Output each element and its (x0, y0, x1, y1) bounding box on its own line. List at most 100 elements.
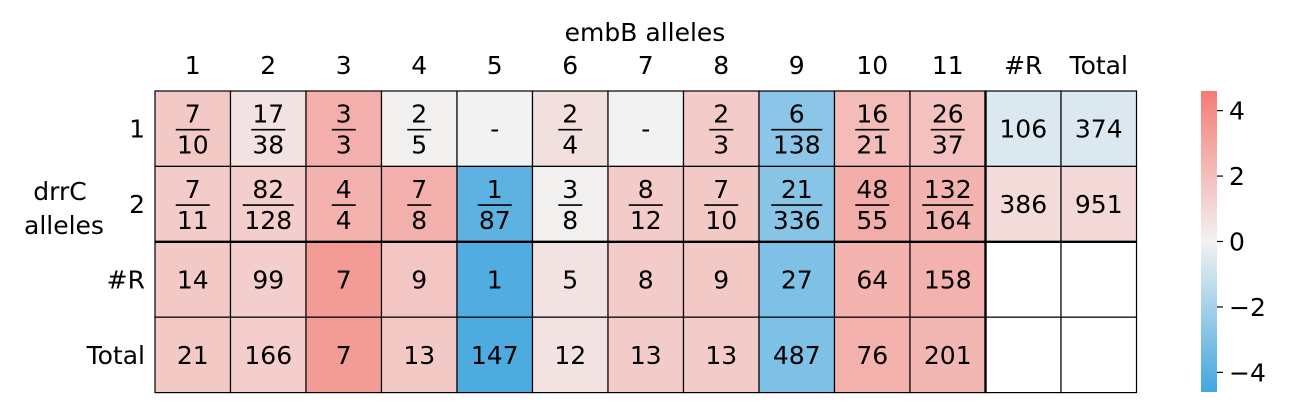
colorbar-tick-label: 2 (1229, 162, 1245, 191)
cell-value: 201 (924, 341, 972, 370)
cell-background (1060, 241, 1138, 318)
heatmap-cell: 166 (229, 316, 307, 394)
cell-value: 21 (177, 341, 209, 370)
cell-value: 9 (411, 266, 427, 295)
cell-value: 64 (856, 266, 888, 295)
heatmap-cell: 76 (833, 316, 911, 394)
colorbar-tick-label: 0 (1229, 228, 1245, 257)
cell-background (154, 90, 232, 168)
heatmap-cell (984, 316, 1062, 394)
cell-value: 12 (554, 341, 586, 370)
cell-background (833, 316, 911, 394)
heatmap-cell: 147 (456, 316, 534, 394)
heatmap-cell: 13 (607, 316, 685, 394)
heatmap-cell: 8 (607, 241, 685, 318)
cell-denominator: 10 (177, 131, 209, 160)
heatmap-cell: 99 (229, 241, 307, 318)
heatmap-cell: 106 (984, 90, 1062, 168)
cell-numerator: 3 (562, 175, 578, 204)
cell-background (1060, 90, 1138, 168)
cell-background (531, 90, 609, 168)
cell-numerator: 3 (336, 100, 352, 129)
cell-numerator: 17 (252, 100, 284, 129)
heatmap-cell: 14 (154, 241, 232, 318)
cell-value: 147 (471, 341, 519, 370)
colorbar-ticks: 420−2−4 (1217, 97, 1266, 387)
y-axis-title-line-2: alleles (24, 211, 104, 240)
heatmap-cell: 21 (154, 316, 232, 394)
colorbar-gradient (1201, 91, 1217, 392)
col-label: 11 (932, 51, 964, 80)
heatmap-cell: 24 (531, 90, 609, 168)
cell-value: 13 (705, 341, 737, 370)
colorbar-tick-label: −2 (1229, 293, 1266, 322)
y-axis-title-line-1: drrC (33, 177, 86, 206)
cell-background (607, 316, 685, 394)
cell-background (154, 241, 232, 318)
col-label: #R (1004, 51, 1042, 80)
cell-background (305, 90, 383, 168)
cell-numerator: 21 (781, 175, 813, 204)
cell-value: 7 (336, 341, 352, 370)
cell-value: 99 (252, 266, 284, 295)
cell-background (456, 316, 534, 394)
heatmap-cell: 9 (682, 241, 760, 318)
cell-value: 76 (856, 341, 888, 370)
cell-background (456, 241, 534, 318)
cell-background (380, 165, 458, 243)
cell-value: 8 (638, 266, 654, 295)
cell-denominator: 8 (411, 206, 427, 235)
x-axis-title: embB alleles (565, 18, 726, 47)
heatmap-cell: 374 (1060, 90, 1138, 168)
cell-background (984, 316, 1062, 394)
heatmap-cell: 12 (531, 316, 609, 394)
cell-numerator: 82 (252, 175, 284, 204)
heatmap-cell: 710 (682, 165, 760, 243)
cell-value: - (490, 115, 499, 144)
heatmap-cell: 386 (984, 165, 1062, 243)
heatmap-cell: 711 (154, 165, 232, 243)
heatmap-cell: 951 (1060, 165, 1138, 243)
cell-background (682, 241, 760, 318)
cell-numerator: 8 (638, 175, 654, 204)
cell-numerator: 7 (185, 100, 201, 129)
cell-value: 5 (562, 266, 578, 295)
colorbar-tick-label: 4 (1229, 97, 1245, 126)
cell-background (909, 90, 987, 168)
cell-value: 386 (999, 190, 1047, 219)
col-label: 10 (856, 51, 888, 80)
cell-numerator: 2 (713, 100, 729, 129)
cell-denominator: 12 (630, 206, 662, 235)
heatmap-cell: 7 (305, 241, 383, 318)
row-label: 1 (129, 115, 145, 144)
cell-value: - (641, 115, 650, 144)
col-label: 4 (411, 51, 427, 80)
heatmap-cell: 7 (305, 316, 383, 394)
col-label: 1 (185, 51, 201, 80)
col-label: 5 (487, 51, 503, 80)
cell-background (758, 165, 836, 243)
heatmap-cell: 64 (833, 241, 911, 318)
heatmap-cell (1060, 241, 1138, 318)
cell-numerator: 26 (932, 100, 964, 129)
cell-background (607, 165, 685, 243)
cell-background (682, 165, 760, 243)
heatmap-cell: 33 (305, 90, 383, 168)
cell-numerator: 2 (411, 100, 427, 129)
cell-background (380, 316, 458, 394)
cell-background (758, 316, 836, 394)
col-label: 7 (638, 51, 654, 80)
heatmap-cell: 13 (380, 316, 458, 394)
heatmap-cell: - (456, 90, 534, 168)
row-label: #R (107, 266, 145, 295)
heatmap-cell: 201 (909, 316, 987, 394)
row-label: Total (86, 341, 145, 370)
cell-denominator: 10 (705, 206, 737, 235)
heatmap-cell: 710 (154, 90, 232, 168)
